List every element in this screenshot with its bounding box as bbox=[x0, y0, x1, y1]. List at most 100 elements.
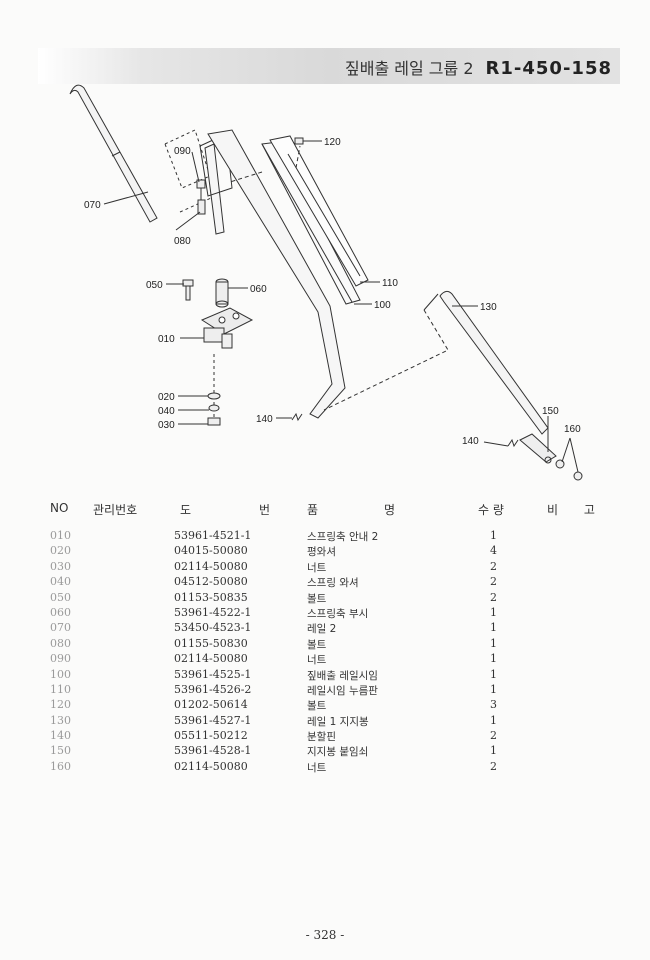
part-110-plate bbox=[269, 135, 369, 287]
drawing-no: 01202-50614 bbox=[174, 698, 248, 712]
page-header: 짚배출 레일 그룹 2 R1-450-158 bbox=[345, 55, 612, 79]
table-row: 140 05511-50212 분할핀 2 bbox=[0, 729, 650, 744]
part-070-rail bbox=[69, 84, 158, 223]
drawing-no: 02114-50080 bbox=[174, 759, 248, 773]
part-name: 스프링축 안내 2 bbox=[307, 531, 379, 543]
part-name: 볼트 bbox=[307, 700, 327, 713]
part-040-spring-washer bbox=[208, 404, 220, 412]
callout-020: 020 bbox=[158, 392, 175, 403]
part-130-support-rod bbox=[323, 290, 549, 435]
part-name: 짚배출 레일시임 bbox=[307, 669, 378, 682]
part-030-nut bbox=[207, 417, 221, 426]
header-name-1: 품 bbox=[307, 503, 319, 517]
part-name: 지지봉 붙임쇠 bbox=[307, 746, 369, 759]
quantity: 2 bbox=[490, 759, 497, 773]
part-no: 080 bbox=[50, 636, 71, 650]
part-140-cotter-pin-b bbox=[507, 438, 519, 448]
header-remark: 비 고 bbox=[547, 503, 595, 517]
drawing-no: 53961-4521-1 bbox=[174, 529, 252, 542]
quantity: 3 bbox=[490, 698, 497, 712]
quantity: 1 bbox=[490, 713, 497, 727]
callout-080: 080 bbox=[174, 236, 191, 247]
part-name: 레일 1 지지봉 bbox=[307, 715, 369, 728]
part-120-bolt bbox=[294, 137, 304, 145]
part-no: 160 bbox=[50, 759, 71, 773]
quantity: 1 bbox=[490, 744, 497, 758]
part-050-bolt bbox=[182, 279, 194, 301]
part-name: 너트 bbox=[307, 561, 327, 574]
header-qty: 수 량 bbox=[478, 503, 504, 517]
header-dwg-1: 도 bbox=[180, 503, 192, 517]
part-150-bracket bbox=[519, 433, 557, 464]
callout-050: 050 bbox=[146, 280, 163, 291]
drawing-no: 04015-50080 bbox=[174, 544, 248, 558]
parts-table-header: NO 관리번호 도 번 품 명 수 량 비 고 bbox=[0, 501, 650, 521]
part-no: 040 bbox=[50, 575, 71, 589]
page-code: R1-450-158 bbox=[485, 58, 612, 79]
drawing-no: 53961-4528-1 bbox=[174, 744, 252, 758]
table-row: 160 02114-50080 너트 2 bbox=[0, 760, 650, 775]
header-dwg-2: 번 bbox=[259, 503, 271, 517]
part-no: 110 bbox=[50, 682, 71, 696]
quantity: 1 bbox=[490, 621, 497, 635]
quantity: 1 bbox=[490, 636, 497, 650]
page-number: - 328 - bbox=[305, 928, 345, 942]
table-row: 070 53450-4523-1 레일 2 1 bbox=[0, 621, 650, 636]
part-name: 분할핀 bbox=[307, 731, 336, 744]
callout-070: 070 bbox=[84, 200, 101, 211]
callout-160: 160 bbox=[564, 424, 581, 435]
quantity: 1 bbox=[490, 605, 497, 619]
callout-120: 120 bbox=[324, 137, 341, 148]
part-no: 070 bbox=[50, 621, 71, 635]
part-no: 090 bbox=[50, 652, 71, 666]
part-080-bolt bbox=[197, 188, 206, 215]
drawing-no: 01153-50835 bbox=[174, 590, 248, 604]
drawing-no: 04512-50080 bbox=[174, 575, 248, 589]
header-mgmt-no: 관리번호 bbox=[93, 503, 138, 517]
quantity: 2 bbox=[490, 575, 497, 589]
parts-diagram: 120 090 070 080 110 100 130 050 060 010 … bbox=[69, 84, 583, 481]
part-name: 스프링축 부시 bbox=[307, 607, 369, 620]
part-no: 050 bbox=[50, 590, 71, 604]
quantity: 1 bbox=[490, 529, 497, 542]
part-100-rail-seat bbox=[207, 129, 361, 419]
quantity: 2 bbox=[490, 729, 497, 743]
part-060-bushing bbox=[215, 278, 229, 308]
drawing-no: 02114-50080 bbox=[174, 559, 248, 573]
drawing-no: 05511-50212 bbox=[174, 729, 248, 743]
quantity: 4 bbox=[490, 544, 497, 558]
part-090-nut bbox=[196, 179, 206, 189]
drawing-no: 53961-4522-1 bbox=[174, 605, 252, 619]
part-no: 030 bbox=[50, 559, 71, 573]
part-no: 020 bbox=[50, 544, 71, 558]
part-no: 010 bbox=[50, 529, 71, 542]
part-no: 130 bbox=[50, 713, 71, 727]
part-name: 볼트 bbox=[307, 638, 327, 651]
part-name: 볼트 bbox=[307, 592, 327, 605]
drawing-no: 53961-4527-1 bbox=[174, 713, 252, 727]
header-band bbox=[38, 48, 620, 84]
part-010-spring-shaft-guide bbox=[200, 307, 254, 349]
table-row: 010 53961-4521-1 스프링축 안내 2 1 bbox=[0, 529, 650, 544]
part-no: 100 bbox=[50, 667, 71, 681]
part-no: 140 bbox=[50, 729, 71, 743]
part-name: 레일시임 누름판 bbox=[307, 684, 378, 697]
callout-100: 100 bbox=[374, 300, 391, 311]
part-name: 너트 bbox=[307, 761, 327, 774]
drawing-no: 53450-4523-1 bbox=[174, 621, 252, 635]
quantity: 1 bbox=[490, 667, 497, 681]
part-name: 레일 2 bbox=[307, 623, 337, 636]
callout-030: 030 bbox=[158, 420, 175, 431]
callout-150: 150 bbox=[542, 406, 559, 417]
drawing-no: 02114-50080 bbox=[174, 652, 248, 666]
callout-060: 060 bbox=[250, 284, 267, 295]
